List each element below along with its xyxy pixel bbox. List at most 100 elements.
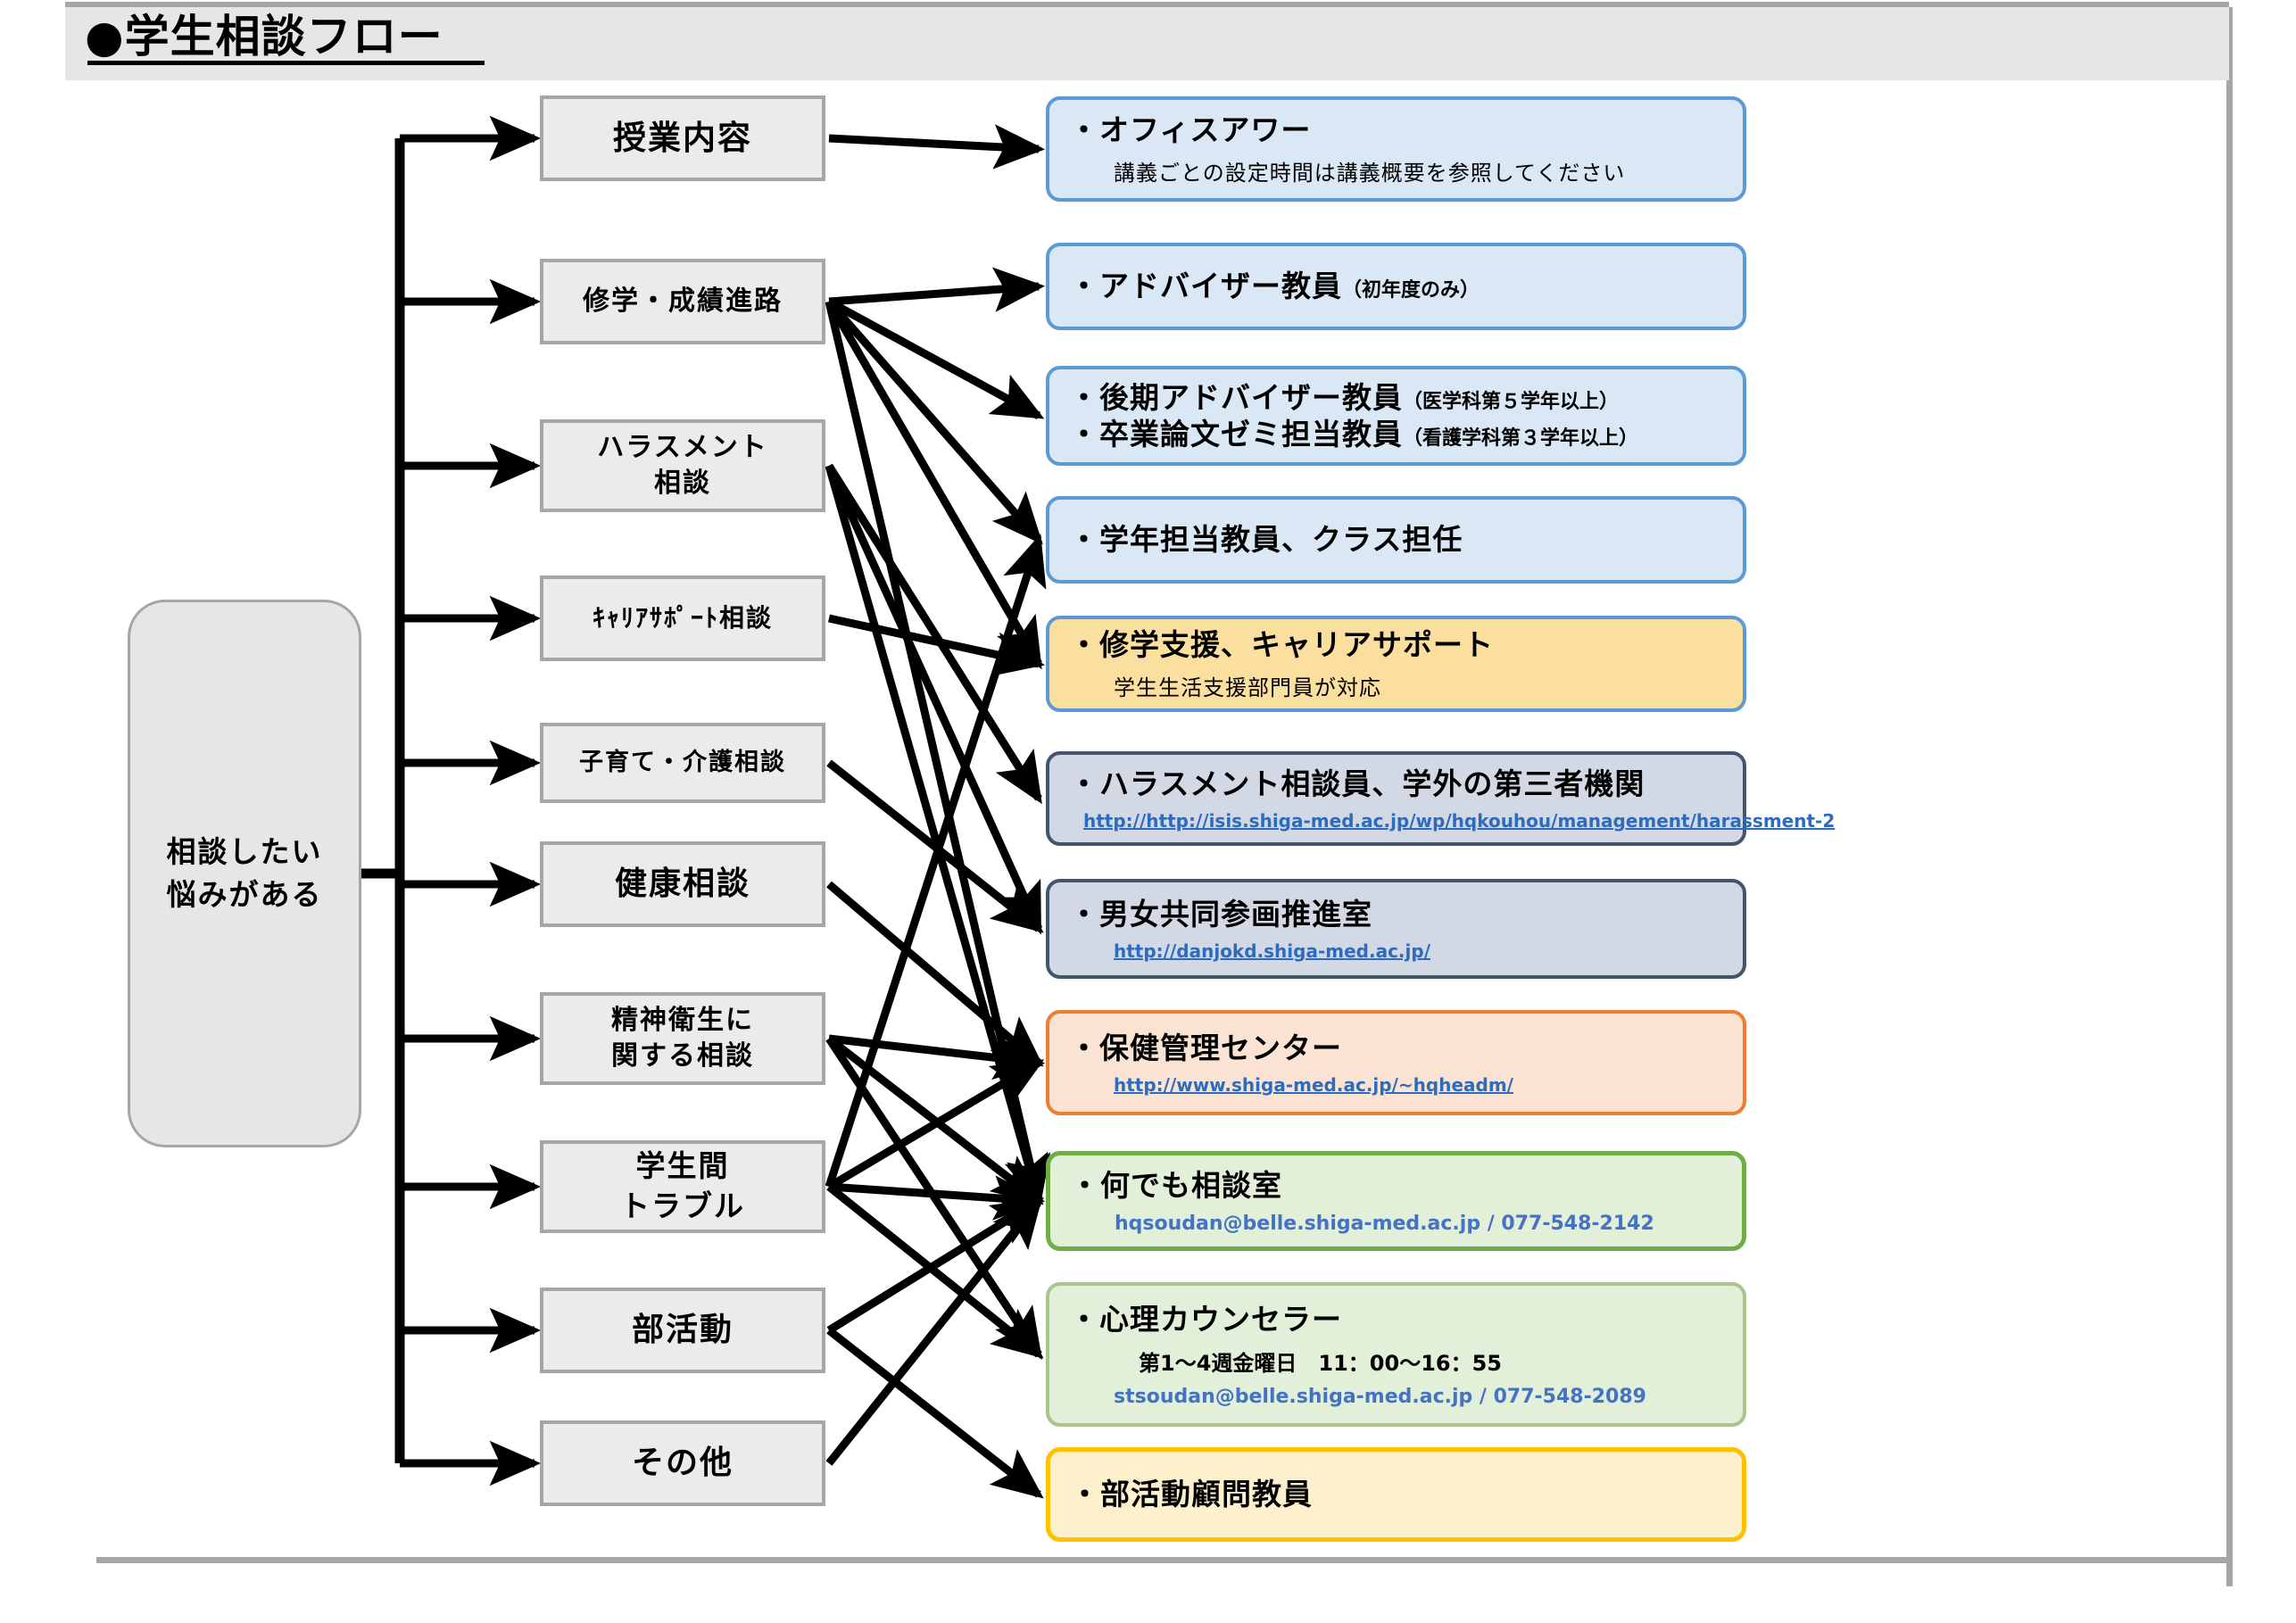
category-label-line1: 精神衛生に <box>611 1004 754 1036</box>
outcome-title-advisor: ・アドバイザー教員（初年度のみ） <box>1049 268 1743 304</box>
outcome-link-gender-equality[interactable]: http://danjokd.shiga-med.ac.jp/ <box>1114 940 1430 963</box>
arrow-bukatsu-to-club-advisor <box>826 1327 1044 1499</box>
outcome-box-anything-room: ・何でも相談室 hqsoudan@belle.shiga-med.ac.jp / … <box>1046 1151 1746 1251</box>
category-box-harassment: ハラスメント相談 <box>540 419 825 512</box>
start-node-line1: 相談したい <box>166 834 323 870</box>
arrow-sonota-to-anything-room <box>825 1196 1043 1466</box>
outcome-box-study-support: ・修学支援、キャリアサポート学生生活支援部門員が対応 <box>1046 616 1746 712</box>
outcome-subtext-study-support: 学生生活支援部門員が対応 <box>1114 675 1381 701</box>
outcome-contact-anything-room[interactable]: hqsoudan@belle.shiga-med.ac.jp / 077-548… <box>1115 1213 1654 1236</box>
category-label-line2: 関する相談 <box>611 1040 754 1072</box>
category-label-line1: ハラスメント <box>597 431 768 463</box>
outcome-box-harassment-counselor: ・ハラスメント相談員、学外の第三者機関 http://http://isis.sh… <box>1046 751 1836 846</box>
category-label-line1: ｷｬﾘｱｻﾎﾟｰﾄ相談 <box>592 603 773 633</box>
arrow-gakuseikan-to-health-center <box>826 1059 1045 1190</box>
category-box-career: ｷｬﾘｱｻﾎﾟｰﾄ相談 <box>540 576 825 661</box>
outcome-title-late-advisor: ・後期アドバイザー教員（医学科第５学年以上） <box>1049 379 1743 416</box>
arrow-gakuseikan-to-counselor <box>826 1183 1044 1359</box>
start-node: 相談したい 悩みがある <box>128 600 361 1147</box>
category-label-line1: 授業内容 <box>613 119 752 158</box>
arrow-harassment-to-harassment-counselor <box>825 463 1042 805</box>
outcome-title-anything-room: ・何でも相談室 <box>1050 1167 1742 1204</box>
category-box-gakuseikan: 学生間トラブル <box>540 1140 825 1233</box>
arrow-jugyo-to-office-hour <box>828 124 1046 170</box>
outcome-title-text: ・ハラスメント相談員、学外の第三者機関 <box>1069 766 1645 801</box>
outcome-box-advisor: ・アドバイザー教員（初年度のみ） <box>1046 243 1746 330</box>
outcome-title-text: ・部活動顧問教員 <box>1070 1477 1313 1512</box>
category-box-bukatsu: 部活動 <box>540 1288 825 1373</box>
start-node-line2: 悩みがある <box>166 877 323 912</box>
outcome-title-text: ・男女共同参画推進室 <box>1069 896 1372 932</box>
outcome-title-health-center: ・保健管理センター <box>1049 1030 1743 1066</box>
category-label-harassment: ハラスメント相談 <box>597 430 767 502</box>
arrow-shugaku-to-late-advisor <box>826 298 1045 419</box>
outcome-title-text: ・オフィスアワー <box>1069 112 1312 147</box>
category-label-line1: 修学・成績進路 <box>583 285 783 317</box>
arrow-kenko-to-health-center <box>826 881 1044 1067</box>
category-label-line1: 健康相談 <box>614 865 750 902</box>
outcome-link-harassment-counselor[interactable]: http://http://isis.shiga-med.ac.jp/wp/hq… <box>1083 810 1836 832</box>
category-label-career: ｷｬﾘｱｻﾎﾟｰﾄ相談 <box>593 601 773 635</box>
outcome-link-health-center[interactable]: http://www.shiga-med.ac.jp/~hqheadm/ <box>1114 1074 1513 1097</box>
category-box-kenko: 健康相談 <box>540 841 825 927</box>
category-box-sonota: その他 <box>540 1420 825 1506</box>
outcome-title-gender-equality: ・男女共同参画推進室 <box>1049 896 1743 932</box>
page-frame-bottom-rule <box>96 1557 2229 1563</box>
outcome-title2-text: ・卒業論文ゼミ担当教員 <box>1069 417 1403 451</box>
outcome-title-club-advisor: ・部活動顧問教員 <box>1050 1476 1742 1512</box>
category-label-line2: 相談 <box>654 468 711 499</box>
category-label-line1: 部活動 <box>631 1311 734 1348</box>
outcome-contact-counselor[interactable]: stsoudan@belle.shiga-med.ac.jp / 077-548… <box>1114 1386 1646 1409</box>
outcome-title-grade-teacher: ・学年担当教員、クラス担任 <box>1049 521 1743 558</box>
outcome-title-annotation: （初年度のみ） <box>1342 279 1480 302</box>
category-label-kosodate: 子育て・介護相談 <box>579 747 786 779</box>
outcome-title-text: ・後期アドバイザー教員 <box>1069 379 1403 415</box>
outcome-title-text: ・心理カウンセラー <box>1069 1301 1342 1337</box>
category-label-sonota: その他 <box>632 1442 734 1486</box>
category-label-kenko: 健康相談 <box>615 863 750 907</box>
outcome-title2-annotation: （看護学科第３学年以上） <box>1403 427 1639 450</box>
outcome-title-text: ・何でも相談室 <box>1070 1167 1282 1203</box>
category-box-seishin: 精神衛生に関する相談 <box>540 992 825 1085</box>
page-title: ●学生相談フロー <box>85 11 443 62</box>
category-label-bukatsu: 部活動 <box>632 1309 734 1353</box>
arrow-shugaku-to-study-support <box>825 299 1042 670</box>
category-box-jugyo: 授業内容 <box>540 95 825 181</box>
category-label-seishin: 精神衛生に関する相談 <box>611 1003 754 1075</box>
outcome-title-office-hour: ・オフィスアワー <box>1049 112 1743 148</box>
outcome-box-counselor: ・心理カウンセラー第1〜4週金曜日 11：00〜16：55 stsoudan@be… <box>1046 1282 1746 1427</box>
outcome-title-text: ・保健管理センター <box>1069 1030 1342 1065</box>
arrow-harassment-to-gender-equality <box>825 464 1043 935</box>
outcome-subtext-office-hour: 講義ごとの設定時間は講義概要を参照してください <box>1114 161 1626 186</box>
category-box-shugaku: 修学・成績進路 <box>540 259 825 344</box>
outcome-title-study-support: ・修学支援、キャリアサポート <box>1049 626 1743 663</box>
arrow-seishin-to-health-center <box>828 1034 1046 1081</box>
outcome-title-counselor: ・心理カウンセラー <box>1049 1301 1743 1337</box>
outcome-box-health-center: ・保健管理センター http://www.shiga-med.ac.jp/~hqh… <box>1046 1010 1746 1115</box>
category-label-line1: 子育て・介護相談 <box>579 748 786 776</box>
outcome-box-club-advisor: ・部活動顧問教員 <box>1046 1447 1746 1542</box>
outcome-title-text: ・アドバイザー教員 <box>1069 269 1342 304</box>
category-label-line2: トラブル <box>620 1188 745 1223</box>
arrow-kosodate-to-gender-equality <box>826 759 1044 933</box>
category-label-jugyo: 授業内容 <box>613 116 752 161</box>
page-frame-right-rule <box>2226 7 2233 1586</box>
outcome-title-text: ・修学支援、キャリアサポート <box>1069 626 1494 662</box>
header-top-rule <box>65 2 2229 8</box>
category-label-line1: その他 <box>631 1444 734 1481</box>
category-label-gakuseikan: 学生間トラブル <box>620 1147 745 1226</box>
arrow-shugaku-to-grade-teacher <box>825 299 1043 545</box>
category-label-shugaku: 修学・成績進路 <box>583 284 783 320</box>
outcome-title-annotation: （医学科第５学年以上） <box>1403 390 1620 413</box>
arrow-gakuseikan-to-grade-teacher <box>825 534 1047 1188</box>
header-band <box>65 7 2229 80</box>
category-label-line1: 学生間 <box>635 1148 730 1184</box>
outcome-title-text: ・学年担当教員、クラス担任 <box>1069 522 1463 558</box>
arrow-shugaku-to-advisor <box>828 267 1046 312</box>
arrow-seishin-to-anything-room <box>826 1035 1044 1205</box>
outcome-box-gender-equality: ・男女共同参画推進室 http://danjokd.shiga-med.ac.jp… <box>1046 879 1746 979</box>
outcome-title-harassment-counselor: ・ハラスメント相談員、学外の第三者機関 <box>1049 766 1743 802</box>
outcome-hours-counselor: 第1〜4週金曜日 11：00〜16：55 <box>1139 1351 1502 1377</box>
